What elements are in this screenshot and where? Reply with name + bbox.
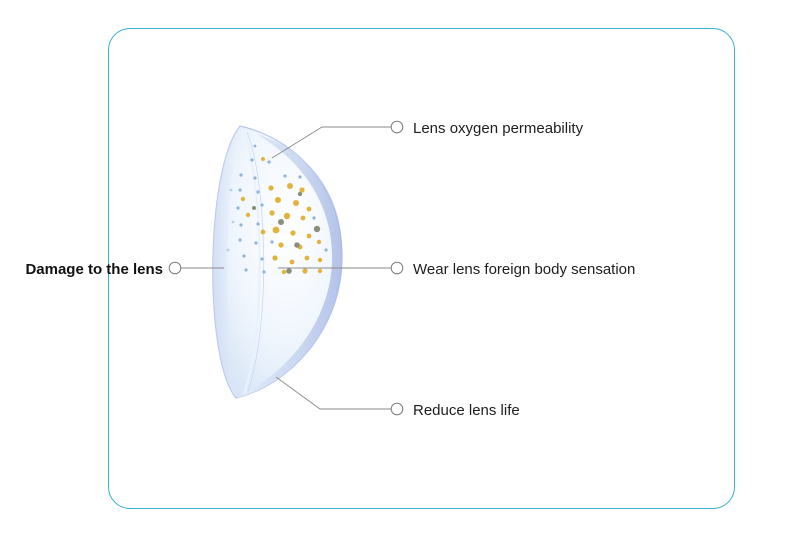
leader-oxygen [271,126,391,159]
callout-foreign-body-sensation: Wear lens foreign body sensation [413,261,636,278]
callout-damage-to-lens: Damage to the lens [25,261,163,278]
hollow-circle-icon [390,261,404,275]
hollow-circle-icon [390,402,404,416]
leader-lines [181,126,391,410]
lens-inner-edge [241,129,261,395]
leader-life [275,376,391,410]
diagram-frame [108,28,735,509]
lens-front-rim [212,126,240,398]
callout-markers [168,120,404,416]
callout-oxygen-permeability: Lens oxygen permeability [413,120,584,137]
lens-inner-edge-shadow [246,131,265,393]
hollow-circle-icon [168,261,182,275]
callout-reduce-lens-life: Reduce lens life [413,402,520,419]
lens-deposits [226,144,328,275]
lens-edge-crescent [236,134,343,398]
hollow-circle-icon [390,120,404,134]
